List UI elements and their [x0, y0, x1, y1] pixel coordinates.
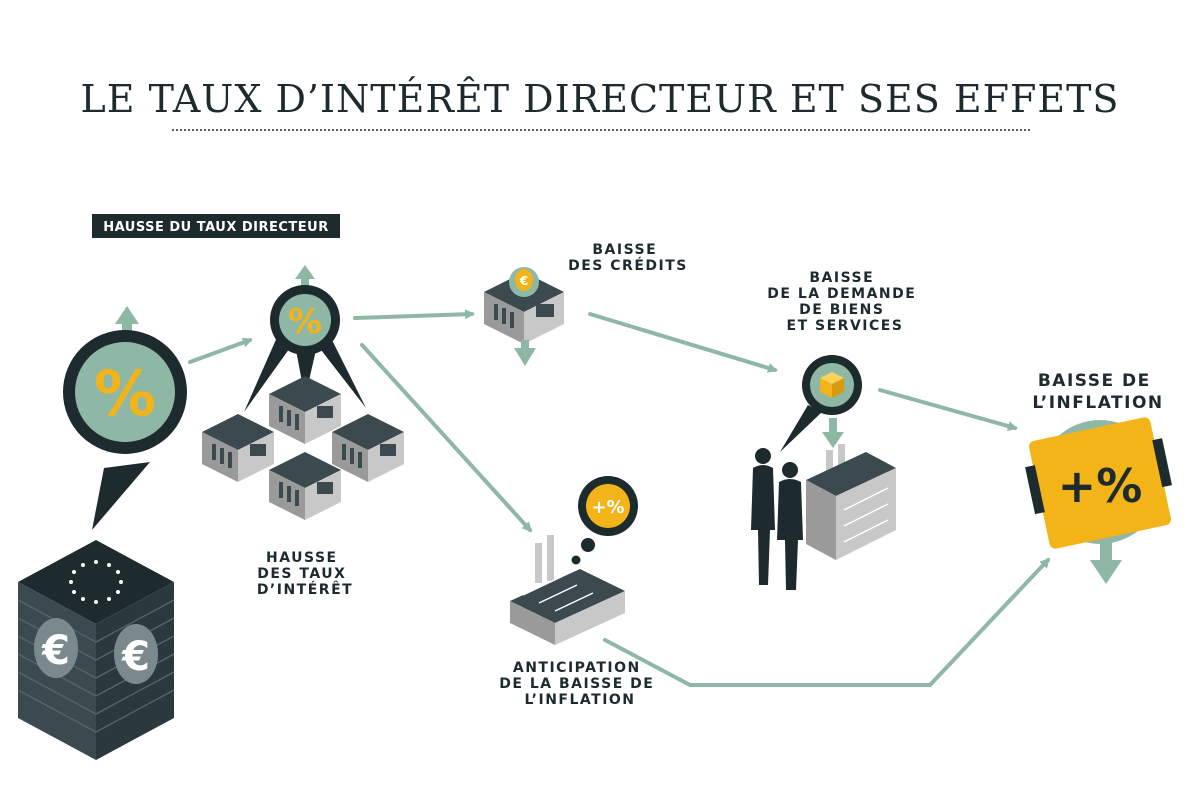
euro-sign-icon: € — [34, 618, 78, 678]
svg-text:+%: +% — [591, 497, 624, 518]
title-block: LE TAUX D’INTÉRÊT DIRECTEUR ET SES EFFET… — [81, 77, 1120, 131]
percent-symbol: % — [94, 357, 156, 430]
arrow-bce-to-taux — [188, 337, 253, 364]
bce-building-icon: € € — [17, 540, 175, 760]
factory-icon — [806, 444, 896, 560]
factory-icon — [510, 535, 625, 645]
baisse-demande-group: BAISSE DE LA DEMANDE DE BIENS ET SERVICE… — [751, 270, 922, 590]
product-bubble-icon — [780, 355, 862, 452]
flow-arrows — [188, 309, 1051, 687]
down-arrow-icon — [822, 418, 844, 448]
page-title: LE TAUX D’INTÉRÊT DIRECTEUR ET SES EFFET… — [81, 77, 1120, 121]
arrow-credits-to-demande — [588, 312, 778, 373]
down-arrow-icon — [514, 340, 536, 366]
down-arrow-icon — [1090, 540, 1122, 584]
label-baisse-credits: BAISSE DES CRÉDITS — [568, 242, 688, 274]
arrow-taux-to-credits — [353, 309, 475, 320]
bank-building-icon — [202, 414, 274, 482]
plus-percent-symbol: +% — [1058, 459, 1143, 513]
bank-building-icon — [332, 414, 404, 482]
tag-text: HAUSSE DU TAUX DIRECTEUR — [103, 220, 329, 235]
up-arrow-icon — [295, 265, 315, 292]
bank-building-icon — [269, 452, 341, 520]
tag-hausse-taux-directeur: HAUSSE DU TAUX DIRECTEUR — [92, 214, 340, 238]
label-hausse-taux: HAUSSE DES TAUX D’INTÉRÊT — [257, 550, 353, 598]
people-silhouette-icon — [751, 448, 803, 590]
inflation-badge-icon: +% — [1025, 417, 1173, 549]
euro-sign-icon: € — [114, 624, 158, 684]
thought-bubble-icon: +% — [571, 476, 638, 565]
svg-text:€: € — [41, 628, 70, 674]
svg-text:€: € — [519, 274, 528, 288]
svg-text:%: % — [288, 302, 322, 342]
coin-icon: € — [509, 267, 539, 297]
label-anticipation: ANTICIPATION DE LA BAISSE DE L’INFLATION — [499, 660, 660, 708]
baisse-credits-group: BAISSE DES CRÉDITS € — [484, 242, 688, 366]
percent-bubble-icon: % — [63, 330, 187, 530]
arrow-anticipation-to-inflation — [603, 557, 1051, 687]
anticipation-group: +% ANTICIPATION DE LA BAISSE DE L’INFLAT… — [499, 476, 660, 708]
label-baisse-inflation: BAISSE DE L’INFLATION — [1032, 371, 1163, 413]
bank-building-icon — [269, 376, 341, 444]
eu-stars-icon — [69, 560, 123, 604]
tag-background — [92, 214, 340, 238]
percent-bubble-icon: % — [270, 285, 340, 355]
label-baisse-demande: BAISSE DE LA DEMANDE DE BIENS ET SERVICE… — [767, 270, 922, 334]
arrow-taux-to-anticipation — [360, 343, 533, 533]
pointer-rays — [244, 335, 366, 412]
svg-text:€: € — [121, 634, 150, 680]
bce-group: % € — [17, 306, 187, 760]
hausse-taux-group: % — [202, 265, 404, 598]
arrow-demande-to-inflation — [878, 388, 1018, 431]
baisse-inflation-group: BAISSE DE L’INFLATION +% — [1025, 371, 1173, 584]
